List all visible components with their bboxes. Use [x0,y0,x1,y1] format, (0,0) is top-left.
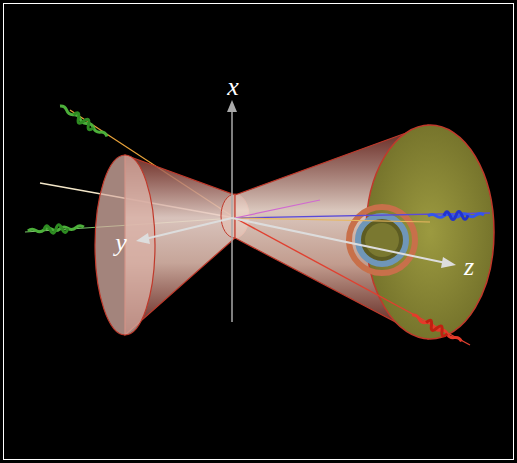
axis-arrowhead [136,233,150,244]
cone-end [95,155,155,335]
ray [235,218,430,222]
axis-arrowhead [227,100,237,112]
cylinder-face [366,125,494,339]
ray [235,200,320,218]
axis-label: x [227,72,239,101]
wave [59,105,108,138]
wave [44,224,68,234]
wave [444,211,468,219]
wave [424,319,449,337]
wave [71,111,95,131]
y-axis [145,218,232,239]
axis-label: y [115,228,127,257]
blue-photon [428,211,484,220]
wave [411,314,462,343]
orange-ring [349,207,415,273]
frame [4,4,514,460]
axis-label-anchor: y [115,230,127,256]
red-photon [410,311,463,344]
x-axis [231,108,233,322]
axis-label-anchor: x [227,74,239,100]
green-photon [58,103,109,140]
z-axis [232,218,446,263]
axis-label-anchor: z [464,254,474,280]
axis-arrowhead [441,257,456,268]
green-photon [28,223,84,235]
axis-label: z [464,252,474,281]
blue-ring [358,216,406,264]
ray [235,218,470,345]
